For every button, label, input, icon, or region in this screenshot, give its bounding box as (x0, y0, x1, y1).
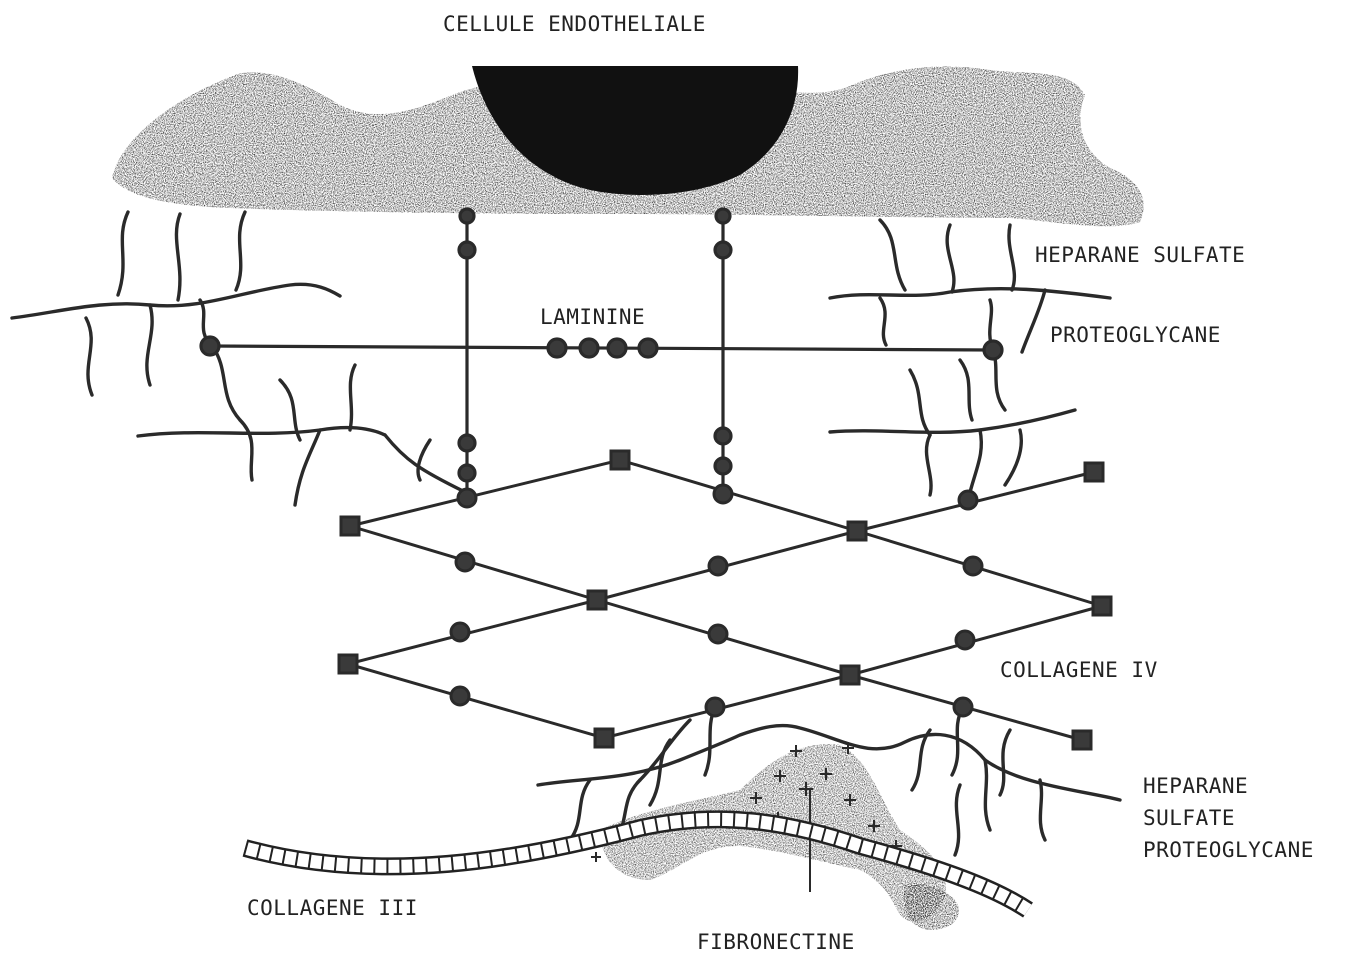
collagen-iv-globule (964, 557, 982, 575)
laminin-globule (608, 339, 626, 357)
collagen-iv-node (611, 451, 629, 469)
label-fibronectin: FIBRONECTINE (697, 930, 855, 954)
laminin-globule (548, 339, 566, 357)
laminin-globule (459, 435, 475, 451)
laminin (201, 209, 1002, 498)
label-heparan-bottom-line3: PROTEOGLYCANE (1143, 834, 1314, 866)
laminin-globule (639, 339, 657, 357)
collagen-iv-node (1093, 597, 1111, 615)
collagen-iv-globule (458, 489, 476, 507)
collagen-iv-globule (956, 631, 974, 649)
collagen-iv-globule (451, 623, 469, 641)
collagen-iv-globule (706, 698, 724, 716)
endothelial-cell (112, 66, 1144, 226)
heparan-sulfate-network-top-left (12, 212, 465, 505)
laminin-globule (201, 337, 219, 355)
laminin-globule (460, 209, 474, 223)
laminin-globule (715, 242, 731, 258)
label-heparan-sulfate-top: HEPARANE SULFATE (1035, 243, 1245, 267)
laminin-globule (715, 458, 731, 474)
label-heparan-bottom-line1: HEPARANE (1143, 770, 1314, 802)
laminin-globule (715, 428, 731, 444)
collagen-iv-node (339, 655, 357, 673)
laminin-globule (716, 209, 730, 223)
fibronectin-lower-cluster (904, 884, 959, 930)
collagen-iv-node (1085, 463, 1103, 481)
collagen-iv-globule (954, 698, 972, 716)
label-heparan-bottom-line2: SULFATE (1143, 802, 1314, 834)
label-proteoglycan-top: PROTEOGLYCANE (1050, 323, 1221, 347)
label-collagen-iv: COLLAGENE IV (1000, 658, 1158, 682)
label-heparan-sulfate-proteoglycan-bottom: HEPARANE SULFATE PROTEOGLYCANE (1143, 770, 1314, 866)
collagen-iv-globule (456, 553, 474, 571)
collagen-iv-globule (714, 485, 732, 503)
laminin-globule (459, 465, 475, 481)
laminin-globule (459, 242, 475, 258)
collagen-iv-node (848, 522, 866, 540)
collagen-iv-node (1073, 731, 1091, 749)
laminin-globule (984, 341, 1002, 359)
collagen-iv-globule (709, 625, 727, 643)
collagen-iv-globule (451, 687, 469, 705)
collagen-iv-node (341, 517, 359, 535)
label-laminin: LAMININE (540, 305, 645, 329)
laminin-globule (580, 339, 598, 357)
collagen-iv-globule (959, 491, 977, 509)
collagen-iv-node (595, 729, 613, 747)
collagen-iv-lattice (339, 451, 1111, 749)
label-endothelial-cell: CELLULE ENDOTHELIALE (443, 12, 706, 36)
label-collagen-iii: COLLAGENE III (247, 896, 418, 920)
collagen-iv-node (588, 591, 606, 609)
collagen-iv-globule (709, 557, 727, 575)
collagen-iv-node (841, 666, 859, 684)
